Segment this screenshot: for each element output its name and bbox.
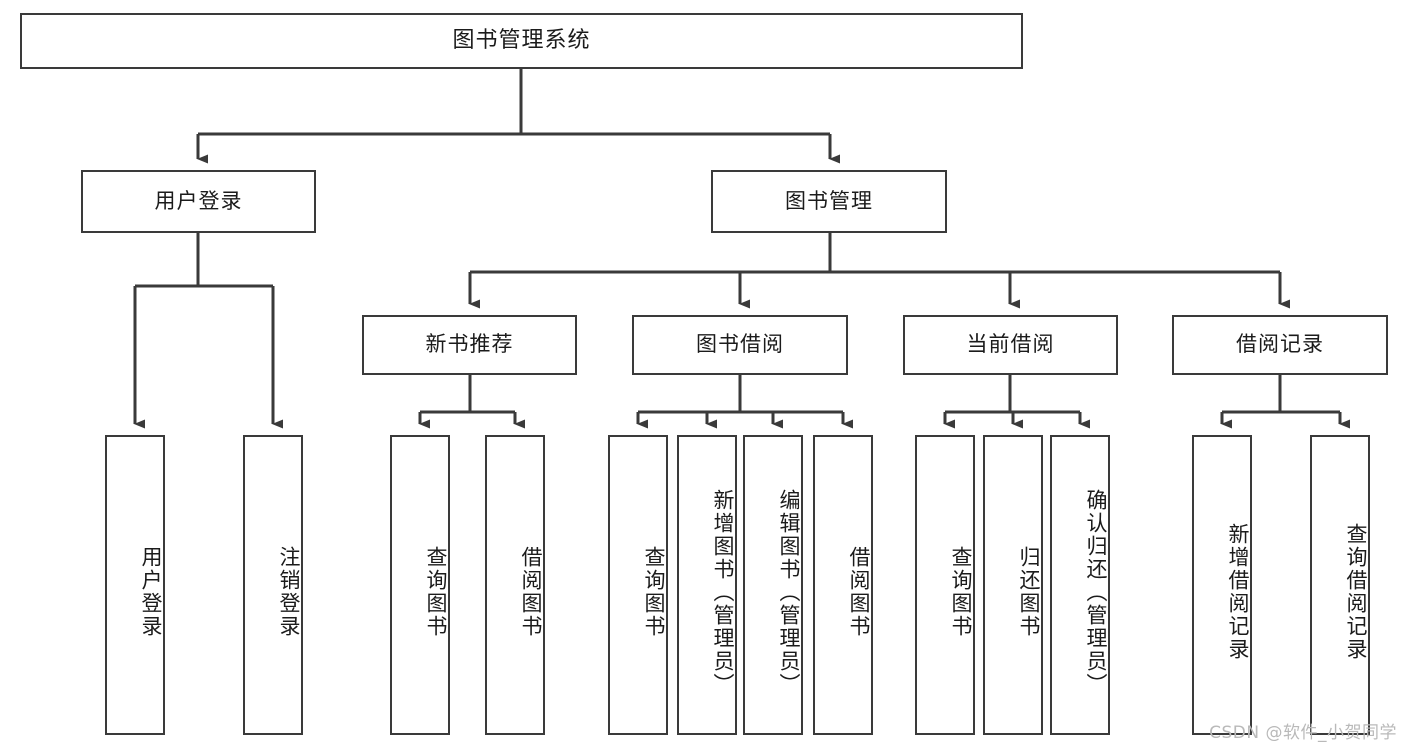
node-label: 编辑图书（管理员） bbox=[777, 488, 801, 696]
node-label: 归还图书 bbox=[1017, 546, 1041, 638]
node-label: 查询借阅记录 bbox=[1344, 523, 1368, 661]
node-book-borrow[interactable]: 图书借阅 bbox=[632, 315, 848, 375]
node-label: 查询图书 bbox=[949, 546, 973, 638]
leaf-add-book-admin[interactable]: 新增图书（管理员） bbox=[677, 435, 737, 735]
leaf-current-query-book[interactable]: 查询图书 bbox=[915, 435, 975, 735]
leaf-confirm-return-admin[interactable]: 确认归还（管理员） bbox=[1050, 435, 1110, 735]
node-label: 图书管理 bbox=[785, 188, 873, 213]
node-user-login[interactable]: 用户登录 bbox=[81, 170, 316, 233]
leaf-logout[interactable]: 注销登录 bbox=[243, 435, 303, 735]
leaf-query-borrow-record[interactable]: 查询借阅记录 bbox=[1310, 435, 1370, 735]
leaf-user-login[interactable]: 用户登录 bbox=[105, 435, 165, 735]
leaf-borrow-query-book[interactable]: 查询图书 bbox=[608, 435, 668, 735]
node-root-system[interactable]: 图书管理系统 bbox=[20, 13, 1023, 69]
node-label: 查询图书 bbox=[424, 546, 448, 638]
node-label: 查询图书 bbox=[642, 546, 666, 638]
node-label: 注销登录 bbox=[277, 546, 301, 638]
leaf-recommend-borrow-book[interactable]: 借阅图书 bbox=[485, 435, 545, 735]
node-label: 确认归还（管理员） bbox=[1084, 488, 1108, 696]
node-label: 当前借阅 bbox=[966, 332, 1055, 357]
watermark-text: CSDN @软件_小贺同学 bbox=[1209, 723, 1397, 743]
leaf-add-borrow-record[interactable]: 新增借阅记录 bbox=[1192, 435, 1252, 735]
node-label: 新书推荐 bbox=[425, 332, 514, 357]
leaf-return-book[interactable]: 归还图书 bbox=[983, 435, 1043, 735]
node-label: 新增图书（管理员） bbox=[711, 488, 735, 696]
node-label: 借阅图书 bbox=[847, 546, 871, 638]
leaf-edit-book-admin[interactable]: 编辑图书（管理员） bbox=[743, 435, 803, 735]
node-label: 借阅记录 bbox=[1236, 332, 1324, 357]
node-current-borrow[interactable]: 当前借阅 bbox=[903, 315, 1118, 375]
leaf-borrow-book[interactable]: 借阅图书 bbox=[813, 435, 873, 735]
node-label: 用户登录 bbox=[154, 188, 243, 213]
node-borrow-records[interactable]: 借阅记录 bbox=[1172, 315, 1388, 375]
node-label: 图书管理系统 bbox=[452, 27, 591, 53]
node-label: 图书借阅 bbox=[696, 332, 784, 357]
node-book-management[interactable]: 图书管理 bbox=[711, 170, 947, 233]
leaf-recommend-query-book[interactable]: 查询图书 bbox=[390, 435, 450, 735]
node-label: 借阅图书 bbox=[519, 546, 543, 638]
node-label: 新增借阅记录 bbox=[1226, 523, 1250, 661]
node-new-book-recommend[interactable]: 新书推荐 bbox=[362, 315, 577, 375]
node-label: 用户登录 bbox=[139, 546, 163, 638]
